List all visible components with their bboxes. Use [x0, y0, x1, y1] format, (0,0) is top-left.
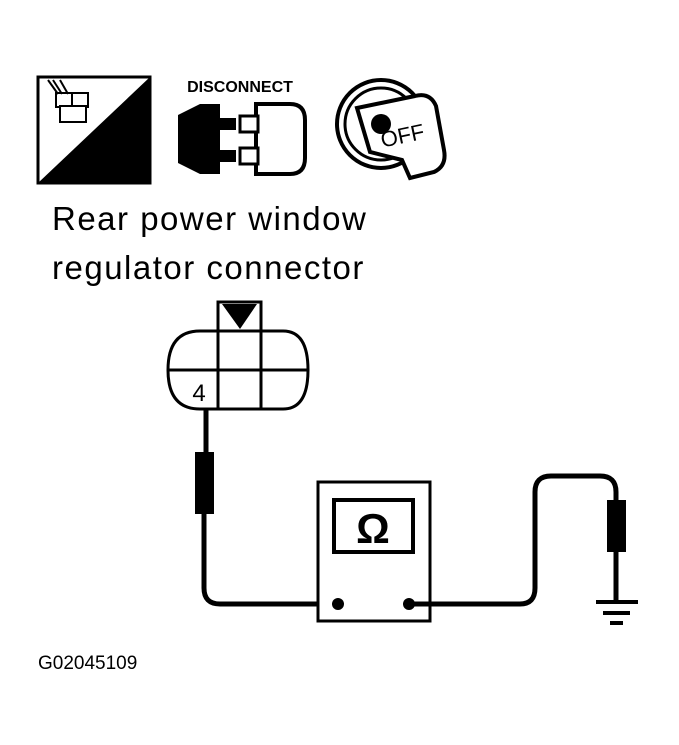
meter-terminal-left — [332, 598, 344, 610]
left-probe — [195, 452, 214, 514]
caption-line-2: regulator connector — [52, 249, 365, 286]
connector-lock-marker — [222, 304, 257, 329]
ts-icon: T.S. — [36, 75, 152, 185]
right-probe — [607, 500, 626, 552]
figure-id: G02045109 — [38, 653, 137, 674]
ohmmeter: Ω — [316, 480, 432, 623]
right-probe-lead — [409, 473, 626, 607]
ohm-symbol: Ω — [356, 505, 390, 552]
ground-icon — [596, 600, 638, 625]
ts-icon-label: T.S. — [90, 149, 135, 179]
disconnect-connector-icon: DISCONNECT — [178, 79, 307, 176]
caption-line-1: Rear power window — [52, 200, 367, 237]
connector-pin-label: 4 — [192, 380, 205, 407]
ignition-key-off-icon: OFF — [335, 78, 447, 181]
left-probe-lead — [195, 409, 338, 607]
disconnect-label: DISCONNECT — [187, 79, 293, 96]
connector-face: 4 — [166, 300, 310, 411]
